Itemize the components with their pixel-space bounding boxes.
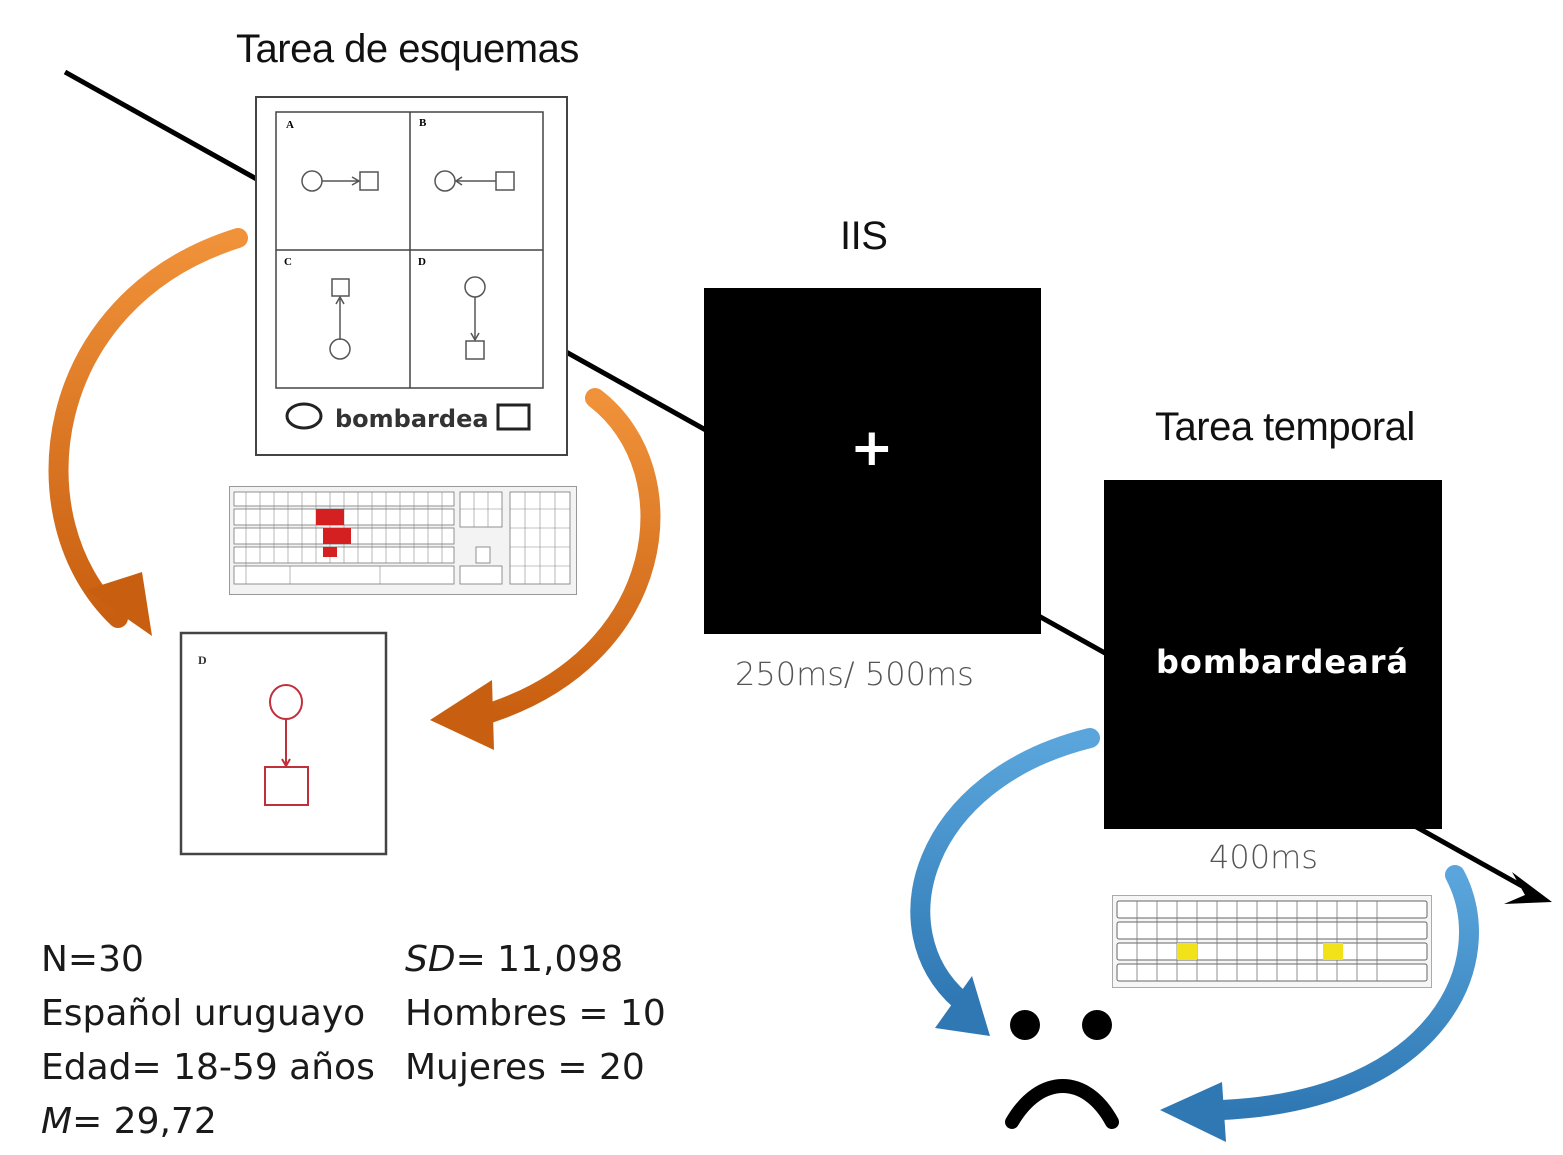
schema-c-circle-up-to-square	[329, 278, 351, 360]
verb-circle-icon	[285, 402, 323, 430]
keyboard-yellow-keys	[1177, 943, 1343, 960]
response-letter: D	[198, 653, 207, 667]
isi-duration: 250ms/ 500ms	[735, 655, 974, 693]
orange-arrow-left	[48, 228, 248, 636]
panel-letter-a: A	[286, 119, 294, 131]
schema-task-title: Tarea de esquemas	[236, 27, 579, 71]
sample-mean: M= 29,72	[41, 1095, 375, 1149]
sample-column-1: N=30 Español uruguayo Edad= 18-59 años M…	[41, 933, 375, 1149]
keyboard-temporal-task	[1112, 895, 1432, 988]
panel-letter-b: B	[419, 117, 427, 129]
sample-n: N=30	[41, 939, 144, 980]
schema-verb: bombardea	[335, 405, 489, 433]
panel-letter-d: D	[418, 256, 426, 268]
sample-women: Mujeres = 20	[405, 1047, 645, 1088]
sample-age-range: Edad= 18-59 años	[41, 1047, 375, 1088]
keyboard-red-keys	[316, 509, 351, 557]
timeline-arrowhead	[1504, 872, 1552, 904]
mean-label: M	[41, 1101, 73, 1142]
sample-column-2: SD= 11,098 Hombres = 10 Mujeres = 20	[405, 933, 666, 1095]
schema-task-card: A B C D	[255, 96, 568, 456]
target-duration: 400ms	[1209, 838, 1318, 876]
sd-value: = 11,098	[455, 939, 624, 980]
keyboard-schema-task	[229, 486, 577, 595]
fixation-screen: +	[704, 288, 1041, 634]
orange-arrow-right	[430, 388, 661, 750]
blue-arrow-left	[910, 728, 1100, 1036]
schema-response-card: D	[179, 631, 388, 856]
target-word: bombardeará	[1156, 643, 1410, 681]
panel-letter-c: C	[284, 256, 292, 268]
schema-d-circle-down-to-square	[464, 276, 486, 360]
keyboard-temporal-keys	[1116, 900, 1428, 982]
schema-b-square-to-circle	[434, 170, 515, 192]
blue-arrow-right	[1160, 865, 1479, 1142]
sample-men: Hombres = 10	[405, 993, 666, 1034]
sad-face-icon	[1005, 1010, 1119, 1129]
verb-square-icon	[496, 403, 531, 431]
sample-sd: SD= 11,098	[405, 933, 666, 987]
temporal-task-title: Tarea temporal	[1155, 405, 1415, 449]
fixation-cross: +	[850, 418, 894, 478]
sample-language: Español uruguayo	[41, 993, 366, 1034]
sd-label: SD	[405, 939, 456, 980]
mean-value: = 29,72	[72, 1101, 217, 1142]
schema-a-circle-to-square	[301, 170, 379, 192]
keyboard-schema-keys	[233, 491, 571, 585]
target-screen: bombardeará	[1104, 480, 1442, 829]
isi-title: IIS	[840, 214, 888, 258]
